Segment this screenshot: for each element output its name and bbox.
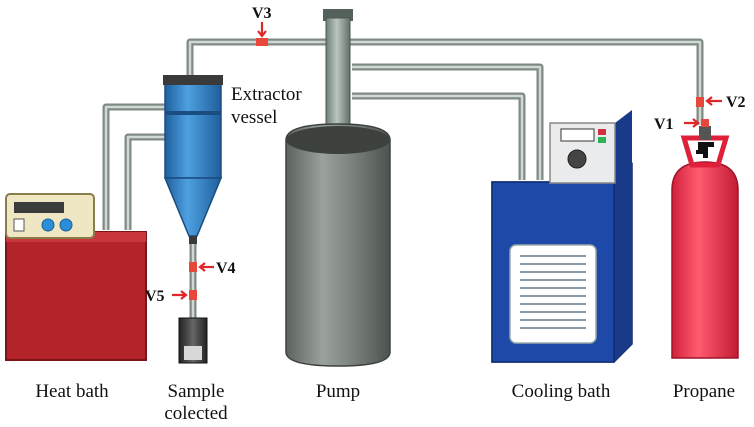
valve-v4-label: V4 bbox=[216, 260, 236, 277]
valve-icon bbox=[256, 38, 268, 46]
pump-label: Pump bbox=[316, 381, 360, 402]
valve-icon bbox=[701, 119, 709, 127]
extractor-label-line1: Extractor bbox=[231, 84, 302, 105]
valve-icon bbox=[696, 97, 704, 107]
heat-bath-knob-1 bbox=[41, 218, 55, 232]
valve-v3-label: V3 bbox=[252, 5, 272, 22]
extractor-vessel bbox=[163, 75, 223, 244]
valves: V3 V2 V1 V4 V5 bbox=[145, 5, 746, 305]
heat-bath-label: Heat bath bbox=[35, 381, 109, 402]
propane-label: Propane bbox=[673, 381, 735, 402]
valve-v2: V2 bbox=[696, 94, 746, 111]
valve-icon bbox=[189, 290, 197, 300]
heat-pipe-2 bbox=[124, 133, 165, 230]
red-arrow-icon bbox=[198, 262, 214, 272]
cooling-bath-led-green bbox=[598, 137, 606, 143]
sample-container bbox=[178, 317, 208, 364]
cylinder-guard bbox=[680, 135, 730, 168]
red-arrow-icon bbox=[684, 118, 700, 128]
sample-label-line1: Sample bbox=[168, 381, 225, 402]
valve-v4: V4 bbox=[189, 260, 236, 277]
pump bbox=[285, 9, 391, 367]
valve-v3: V3 bbox=[252, 5, 272, 46]
heat-bath-knob-2 bbox=[59, 218, 73, 232]
labels: Extractor vessel Heat bath Sample colect… bbox=[35, 84, 735, 424]
heat-bath-switch bbox=[13, 218, 25, 232]
pipes bbox=[102, 38, 704, 318]
cooling-bath-display bbox=[560, 128, 595, 142]
red-arrow-icon bbox=[257, 22, 267, 38]
valve-v5: V5 bbox=[145, 288, 197, 305]
valve-v1-label: V1 bbox=[654, 116, 674, 133]
heat-bath-display bbox=[14, 202, 64, 213]
red-arrow-icon bbox=[172, 290, 188, 300]
heat-pipe-1 bbox=[102, 103, 165, 230]
cooling-bath-label: Cooling bath bbox=[512, 381, 611, 402]
heat-bath bbox=[5, 193, 147, 361]
propane-cylinder bbox=[671, 126, 739, 359]
red-arrow-icon bbox=[705, 96, 722, 106]
valve-v5-label: V5 bbox=[145, 288, 165, 305]
cooling-bath-knob bbox=[567, 149, 587, 169]
sample-label-line2: colected bbox=[164, 403, 228, 424]
valve-v2-label: V2 bbox=[726, 94, 746, 111]
valve-v1: V1 bbox=[654, 116, 709, 133]
cooling-bath bbox=[491, 110, 633, 363]
cooling-bath-vent bbox=[509, 244, 597, 344]
valve-icon bbox=[189, 262, 197, 272]
cylinder-valve-icon bbox=[698, 142, 714, 158]
extractor-label-line2: vessel bbox=[231, 107, 277, 128]
cooling-bath-led-red bbox=[598, 129, 606, 135]
